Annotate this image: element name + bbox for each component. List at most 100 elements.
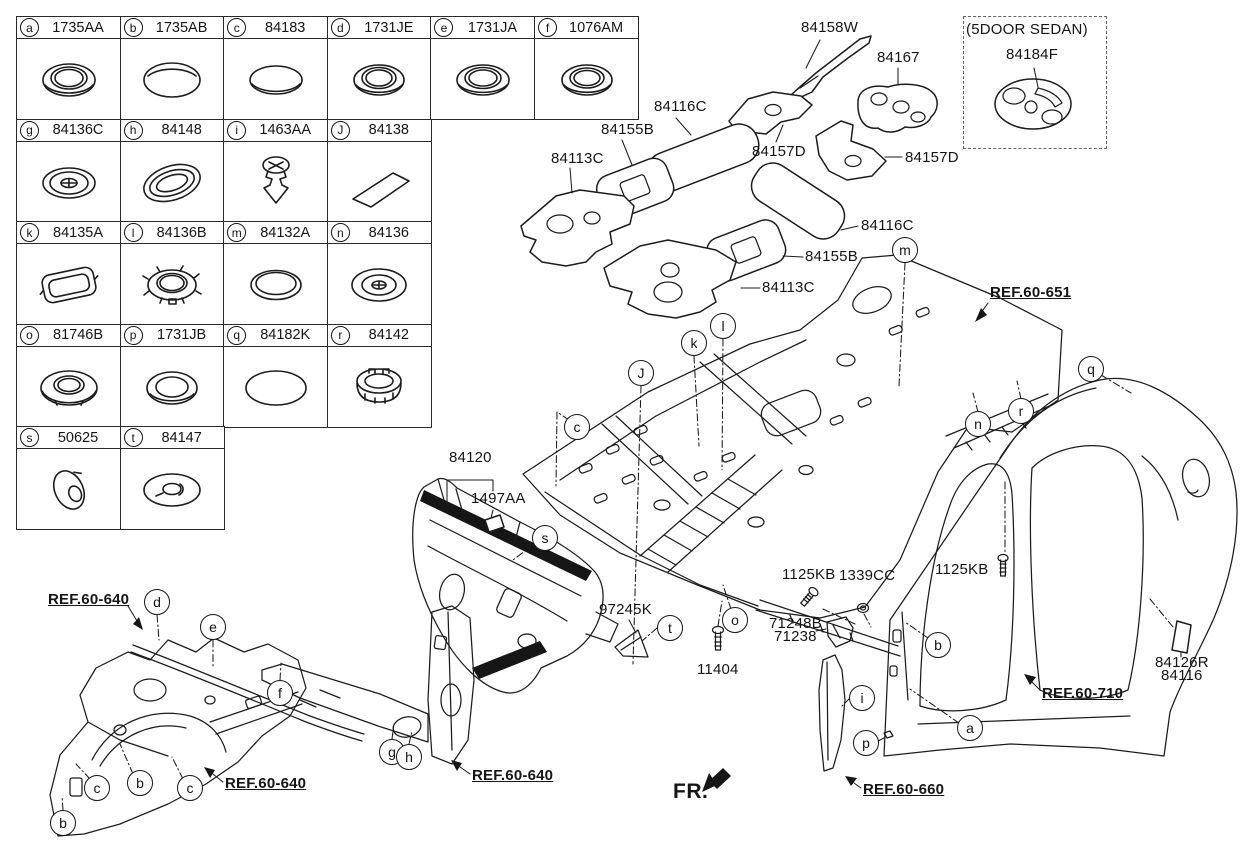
label-84113C-bottom: 84113C <box>762 279 815 296</box>
callout-c-2: c <box>84 775 110 801</box>
callout-J: J <box>628 360 654 386</box>
part-code: 84148 <box>161 122 202 139</box>
callout-badge: q <box>227 325 247 345</box>
callout-badge: t <box>123 428 143 448</box>
wedge-97245K <box>614 629 649 658</box>
ref-60-660-link[interactable]: REF.60-660 <box>863 781 945 798</box>
callout-f: f <box>267 680 293 706</box>
oval-grommet-icon <box>143 163 201 202</box>
label-leaders <box>446 39 1182 658</box>
dash-panel-art <box>412 477 619 694</box>
ring-grommet-icon <box>146 371 198 405</box>
hardware-art <box>484 514 1192 772</box>
gear-grommet-icon <box>142 265 202 306</box>
ref-60-640-link-left[interactable]: REF.60-640 <box>225 775 307 792</box>
label-84184F: 84184F <box>1006 46 1059 63</box>
callout-t: t <box>657 615 683 641</box>
callout-badge: s <box>20 428 39 448</box>
pad-84113C-top-shape <box>520 189 635 267</box>
callout-badge: a <box>20 18 39 37</box>
part-code: 1731JB <box>157 327 207 344</box>
label-1339CC: 1339CC <box>839 567 896 584</box>
cone-washer-icon <box>52 470 85 511</box>
part-code: 50625 <box>57 429 99 446</box>
label-1497AA: 1497AA <box>471 490 526 507</box>
callout-o: o <box>722 607 748 633</box>
label-84157D-right: 84157D <box>905 149 959 166</box>
part-code: 84136B <box>156 224 207 241</box>
callout-badge: r <box>330 325 350 345</box>
label-84126R: 84126R <box>1155 654 1209 671</box>
callout-badge: b <box>123 18 143 37</box>
label-1125KB-right: 1125KB <box>935 561 989 578</box>
callout-s: s <box>532 525 558 551</box>
pad-1497AA-shape <box>484 514 505 533</box>
callout-b-2: b <box>127 770 153 796</box>
part-code: 81746B <box>53 327 103 344</box>
legend-cell-q: q 84182K <box>223 323 329 428</box>
callout-badge: J <box>330 120 350 140</box>
ref-60-640-link-top[interactable]: REF.60-640 <box>48 591 130 608</box>
nut-1339CC <box>856 602 870 614</box>
label-71238: 71238 <box>774 628 817 645</box>
fr-arrow-icon <box>702 768 731 792</box>
callout-i: i <box>849 685 875 711</box>
callout-badge: k <box>20 223 39 243</box>
sedan-variant-box <box>963 16 1107 149</box>
callout-badge: h <box>123 120 143 140</box>
ref-60-710-link[interactable]: REF.60-710 <box>1042 685 1124 702</box>
push-clip-icon <box>261 155 290 204</box>
clip-p <box>883 730 894 739</box>
donut-grommet-icon <box>39 370 98 406</box>
ref-60-640-link-mid[interactable]: REF.60-640 <box>472 767 554 784</box>
callout-a: a <box>957 715 983 741</box>
legend-cell-k: k 84135A <box>16 221 121 326</box>
part-code: 84135A <box>53 224 103 241</box>
callout-b-3: b <box>50 810 76 836</box>
isolation-pads-art <box>520 35 1072 319</box>
ref-60-651-link[interactable]: REF.60-651 <box>990 284 1072 301</box>
callout-b-1: b <box>925 632 951 658</box>
dome-plug-icon <box>143 62 201 98</box>
callout-m: m <box>892 237 918 263</box>
leader-lines <box>61 262 1174 811</box>
label-71248B: 71248B <box>769 615 822 632</box>
callout-n: n <box>965 411 991 437</box>
label-1125KB-left: 1125KB <box>782 566 836 583</box>
tray-plug-icon <box>38 266 99 304</box>
callout-badge: m <box>227 223 247 243</box>
round-plug-icon <box>249 269 302 301</box>
part-code: 84142 <box>368 327 409 344</box>
flat-pad-icon <box>244 370 307 406</box>
pad-84167-shape <box>857 83 938 133</box>
cap-plug-icon <box>356 368 403 404</box>
screw-plug-icon <box>351 268 408 303</box>
pillar-garnish <box>818 654 846 772</box>
legend-cell-m: m 84132A <box>223 221 329 326</box>
pad-84116C-right-shape <box>750 162 846 240</box>
label-11404: 11404 <box>697 661 739 678</box>
callout-c-3: c <box>177 775 203 801</box>
part-code: 84132A <box>260 224 311 241</box>
legend-row: s 50625 t 84147 <box>16 426 639 531</box>
pad-84157D-right-shape <box>815 120 887 181</box>
label-84167: 84167 <box>877 49 920 66</box>
callout-badge: e <box>434 18 454 37</box>
label-97245K: 97245K <box>599 601 652 618</box>
part-code: 84182K <box>260 327 311 344</box>
grommet-ring-icon <box>41 63 96 97</box>
part-code: 84147 <box>161 429 202 446</box>
part-code: 84138 <box>368 122 409 139</box>
callout-r: r <box>1008 398 1034 424</box>
pad-84113C-bottom-shape <box>603 239 737 319</box>
label-84120: 84120 <box>449 449 492 466</box>
